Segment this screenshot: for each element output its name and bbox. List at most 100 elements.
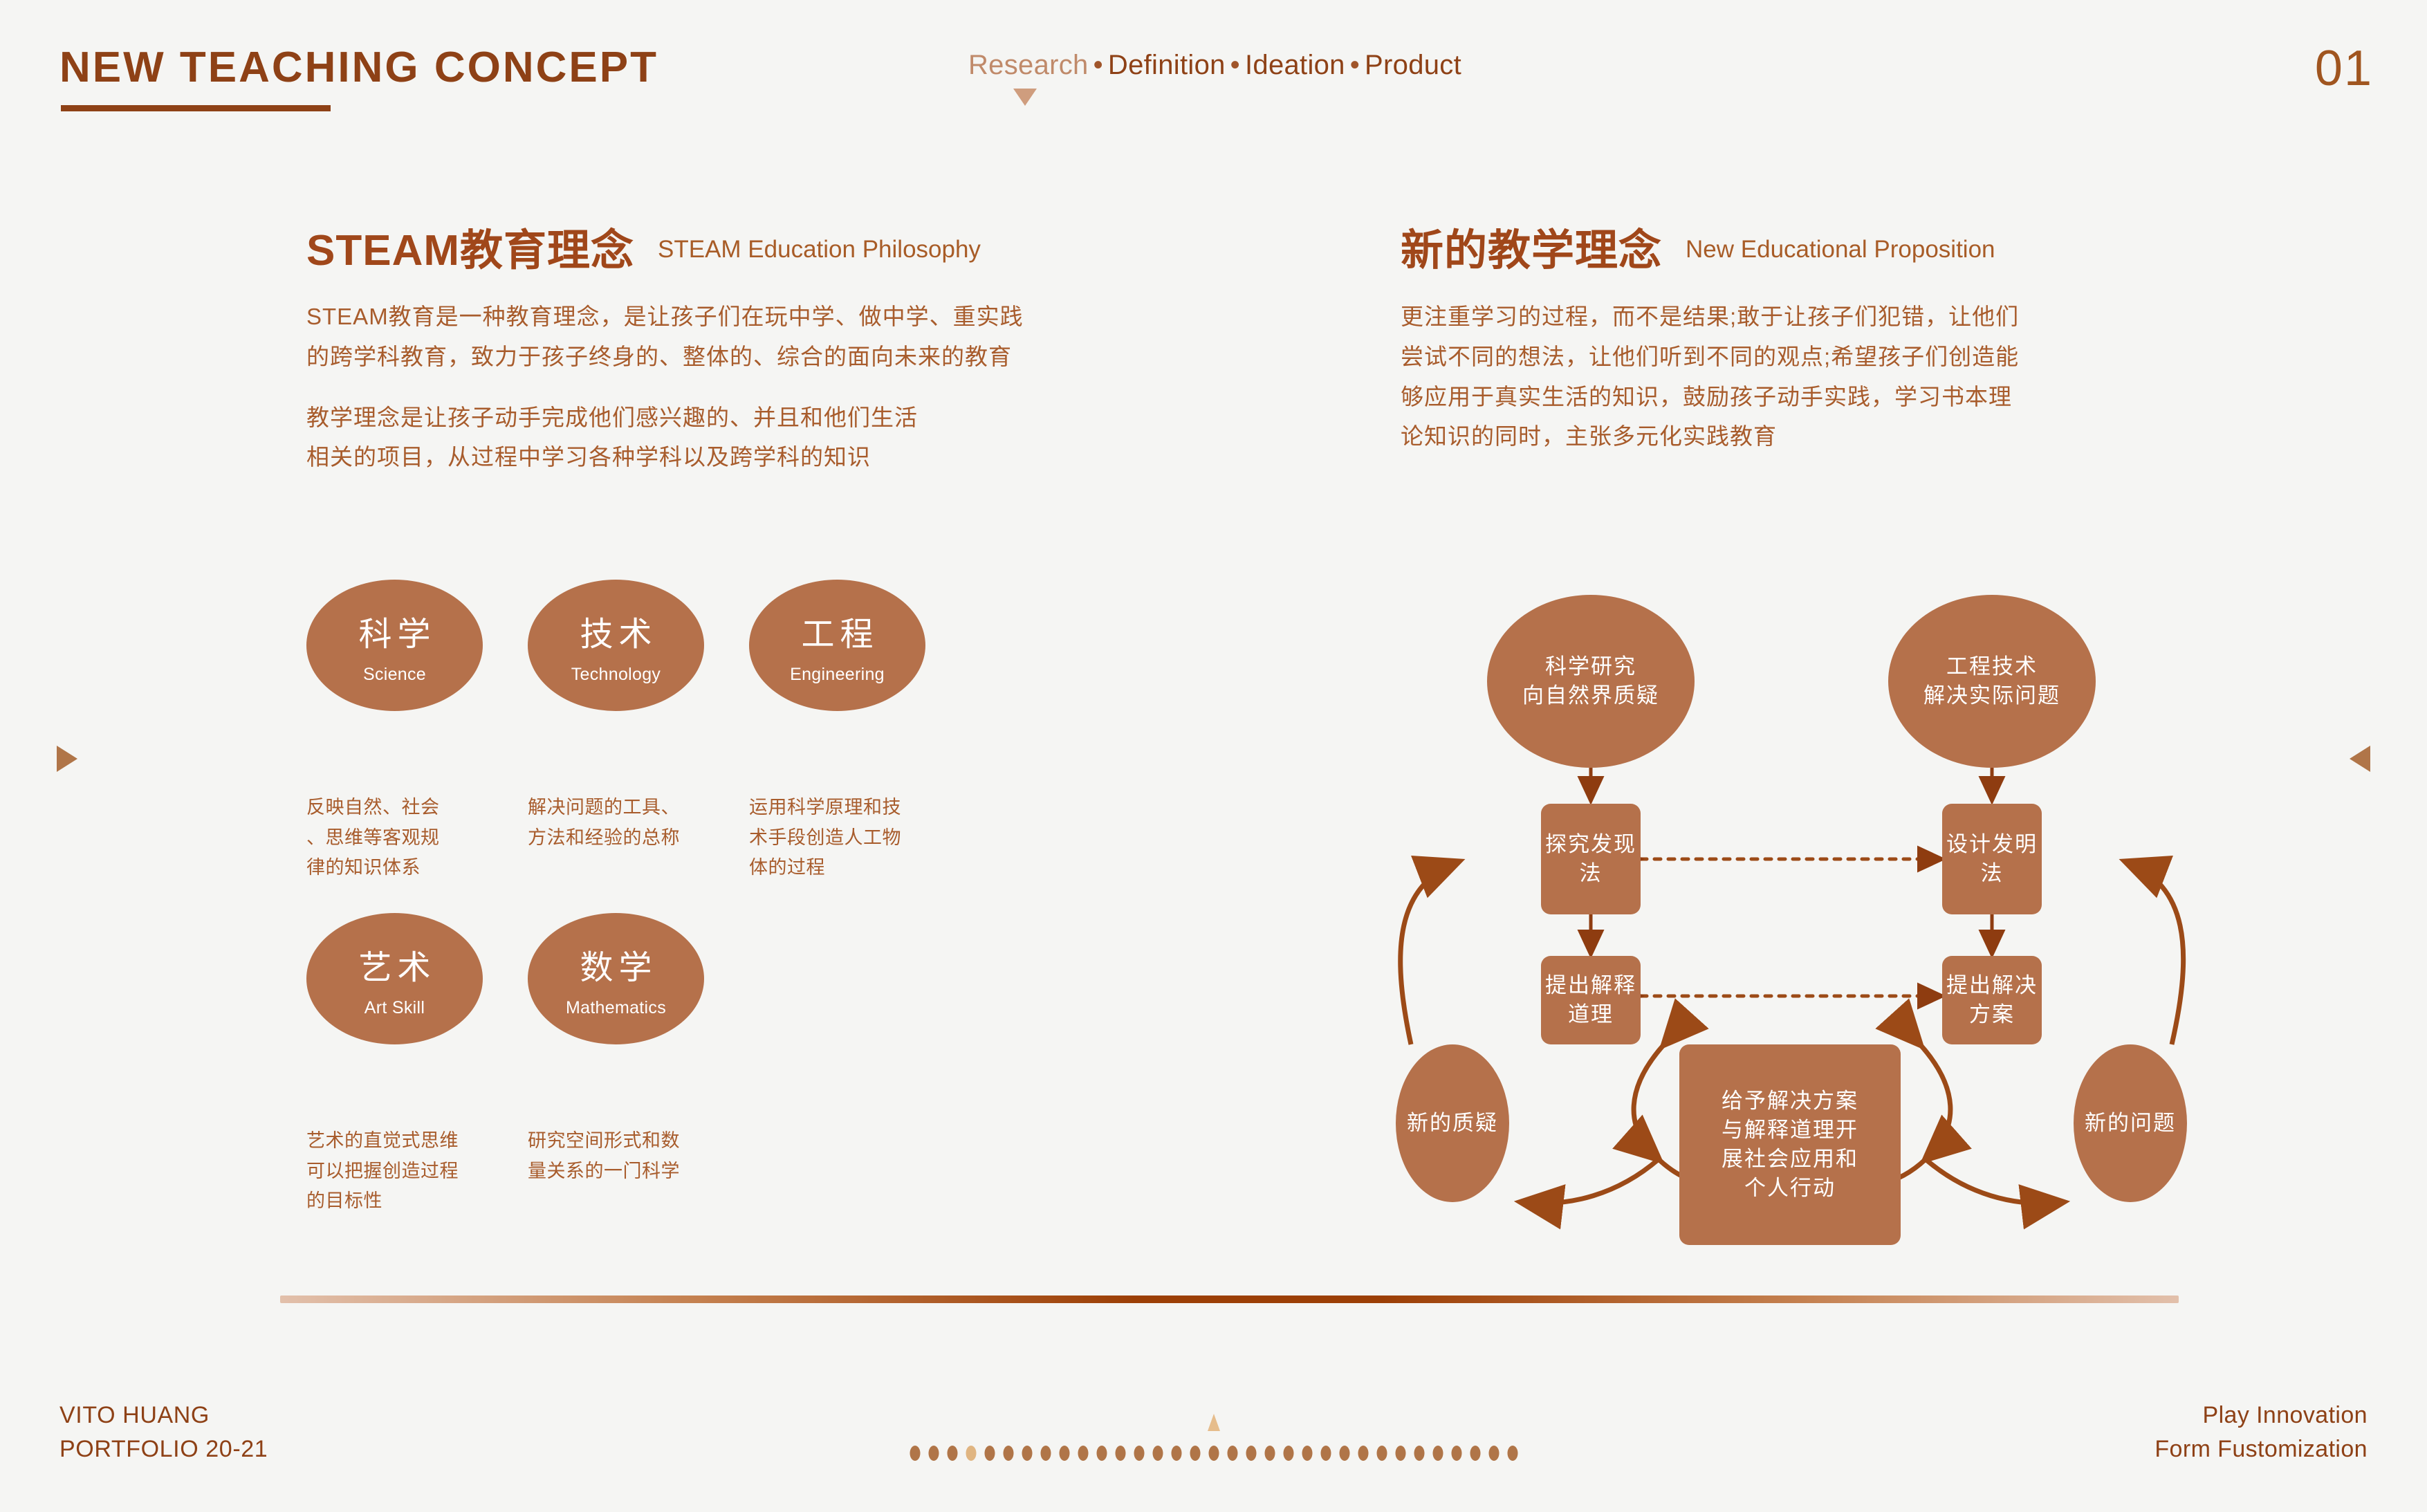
pagination-dot[interactable]: [1152, 1446, 1163, 1461]
breadcrumb: Research•Definition•Ideation•Product: [968, 50, 1461, 81]
steam-pillar-caption: 解决问题的工具、 方法和经验的总称: [528, 797, 680, 848]
steam-pillar-caption: 运用科学原理和技 术手段创造人工物 体的过程: [749, 797, 901, 878]
flow-node-sci-research: 科学研究 向自然界质疑: [1487, 595, 1695, 768]
steam-pillar-caption: 反映自然、社会 、思维等客观规 律的知识体系: [306, 797, 440, 878]
left-column: STEAM教育理念 STEAM Education Philosophy STE…: [306, 228, 1219, 477]
pagination-dot[interactable]: [928, 1446, 939, 1461]
steam-pillar-circle: 技术 Technology: [528, 580, 704, 711]
breadcrumb-separator: •: [1349, 50, 1360, 80]
page-title: NEW TEACHING CONCEPT: [59, 44, 658, 91]
steam-pillar-label-cn: 科学: [358, 616, 436, 653]
flow-node-design: 设计发明法: [1942, 804, 2042, 914]
footer-divider: [280, 1296, 2179, 1303]
pagination-dot[interactable]: [1227, 1446, 1237, 1461]
steam-pillar-science: 科学 Science 反映自然、社会 、思维等客观规 律的知识体系: [306, 580, 483, 883]
breadcrumb-active-caret-icon: [1013, 89, 1037, 106]
steam-pillar-caption: 艺术的直觉式思维 可以把握创造过程 的目标性: [306, 1130, 459, 1212]
breadcrumb-item-definition[interactable]: Definition: [1107, 50, 1226, 80]
left-paragraph-2: 教学理念是让孩子动手完成他们感兴趣的、并且和他们生活 相关的项目，从过程中学习各…: [306, 404, 918, 470]
pagination-dot[interactable]: [1115, 1446, 1125, 1461]
pagination-dot[interactable]: [984, 1446, 995, 1461]
steam-pillar-circle: 数学 Mathematics: [528, 913, 704, 1044]
breadcrumb-item-product[interactable]: Product: [1365, 50, 1461, 80]
pagination-dot[interactable]: [1451, 1446, 1461, 1461]
pagination-dot[interactable]: [1190, 1446, 1200, 1461]
pagination-dot[interactable]: [1078, 1446, 1088, 1461]
right-heading-cn: 新的教学理念: [1401, 227, 1663, 275]
pagination-dot[interactable]: [1246, 1446, 1256, 1461]
steam-pillar-label-en: Science: [362, 664, 427, 684]
flow-node-new-problem: 新的问题: [2074, 1044, 2187, 1202]
breadcrumb-separator: •: [1093, 50, 1103, 80]
right-heading-en: New Educational Proposition: [1686, 236, 1995, 263]
pagination-dot[interactable]: [1470, 1446, 1480, 1461]
steam-pillar-label-en: Mathematics: [565, 997, 666, 1017]
right-section-heading: 新的教学理念 New Educational Proposition: [1401, 228, 2189, 273]
footer-tagline: Play Innovation Form Fustomization: [2154, 1402, 2368, 1463]
right-column: 新的教学理念 New Educational Proposition 更注重学习…: [1401, 228, 2189, 457]
flow-node-label: 提出解决 方案: [1946, 973, 2038, 1026]
pagination-dot-active[interactable]: [966, 1446, 976, 1461]
steam-pillar-label-cn: 艺术: [358, 949, 436, 986]
steam-pillar-label-cn: 技术: [580, 616, 658, 653]
steam-pillar-caption: 研究空间形式和数 量关系的一门科学: [528, 1130, 680, 1181]
pagination-dot[interactable]: [1283, 1446, 1293, 1461]
teaching-flowchart: 科学研究 向自然界质疑工程技术 解决实际问题探究发现法设计发明法提出解释 道理提…: [1383, 560, 2227, 1252]
steam-pillar-label-en: Technology: [571, 664, 661, 684]
steam-pillar-label-en: Art Skill: [364, 997, 425, 1017]
steam-pillar-circle: 艺术 Art Skill: [306, 913, 483, 1044]
prev-slide-arrow-icon[interactable]: [57, 746, 77, 772]
steam-pillar-label-cn: 工程: [801, 616, 879, 653]
steam-pillar-technology: 技术 Technology 解决问题的工具、 方法和经验的总称: [528, 580, 704, 853]
pagination-dot[interactable]: [1264, 1446, 1275, 1461]
pagination-dots[interactable]: [910, 1446, 1517, 1461]
pagination-dot[interactable]: [1320, 1446, 1331, 1461]
flow-node-label: 设计发明法: [1946, 832, 2038, 885]
pagination-dot[interactable]: [947, 1446, 957, 1461]
pagination-dot[interactable]: [1376, 1446, 1387, 1461]
pagination-dot[interactable]: [1059, 1446, 1069, 1461]
pagination-dot[interactable]: [1395, 1446, 1405, 1461]
steam-pillar-art-skill: 艺术 Art Skill 艺术的直觉式思维 可以把握创造过程 的目标性: [306, 913, 483, 1217]
pagination-dot[interactable]: [1302, 1446, 1312, 1461]
pagination-dot[interactable]: [1171, 1446, 1181, 1461]
pagination-dot[interactable]: [1134, 1446, 1144, 1461]
left-section-heading: STEAM教育理念 STEAM Education Philosophy: [306, 228, 1219, 273]
pagination-dot[interactable]: [1339, 1446, 1349, 1461]
steam-pillar-mathematics: 数学 Mathematics 研究空间形式和数 量关系的一门科学: [528, 913, 704, 1186]
pagination-dot[interactable]: [1358, 1446, 1368, 1461]
page-number: 01: [2314, 41, 2373, 96]
breadcrumb-item-research[interactable]: Research: [968, 50, 1089, 80]
title-underline: [61, 105, 331, 111]
flow-node-label: 新的问题: [2085, 1111, 2176, 1136]
pagination-dot[interactable]: [1003, 1446, 1013, 1461]
pagination-dot[interactable]: [1507, 1446, 1517, 1461]
left-heading-cn: STEAM教育理念: [306, 227, 635, 275]
pagination-dot[interactable]: [1040, 1446, 1051, 1461]
flow-node-explain: 提出解释 道理: [1541, 956, 1641, 1044]
left-heading-en: STEAM Education Philosophy: [658, 236, 981, 263]
pagination-caret-icon: [1207, 1414, 1220, 1431]
flow-node-label: 工程技术 解决实际问题: [1923, 654, 2060, 708]
right-paragraph-1: 更注重学习的过程，而不是结果;敢于让孩子们犯错，让他们 尝试不同的想法，让他们听…: [1401, 304, 2020, 450]
next-slide-arrow-icon[interactable]: [2350, 746, 2370, 772]
pagination-dot[interactable]: [1414, 1446, 1424, 1461]
flow-node-label: 提出解释 道理: [1545, 973, 1636, 1026]
steam-pillar-label-cn: 数学: [580, 949, 658, 986]
pagination-dot[interactable]: [1022, 1446, 1032, 1461]
flow-node-label: 给予解决方案 与解释道理开 展社会应用和 个人行动: [1722, 1089, 1858, 1200]
steam-pillar-circle: 科学 Science: [306, 580, 483, 711]
pagination-dot[interactable]: [1432, 1446, 1443, 1461]
pagination-dot[interactable]: [1208, 1446, 1219, 1461]
pagination-dot[interactable]: [1096, 1446, 1107, 1461]
breadcrumb-item-ideation[interactable]: Ideation: [1244, 50, 1345, 80]
pagination-dot[interactable]: [1488, 1446, 1499, 1461]
flow-node-label: 科学研究 向自然界质疑: [1522, 654, 1659, 708]
pagination-dot[interactable]: [910, 1446, 920, 1461]
flow-node-label: 新的质疑: [1407, 1111, 1498, 1136]
flow-node-eng-tech: 工程技术 解决实际问题: [1888, 595, 2096, 768]
breadcrumb-separator: •: [1230, 50, 1240, 80]
